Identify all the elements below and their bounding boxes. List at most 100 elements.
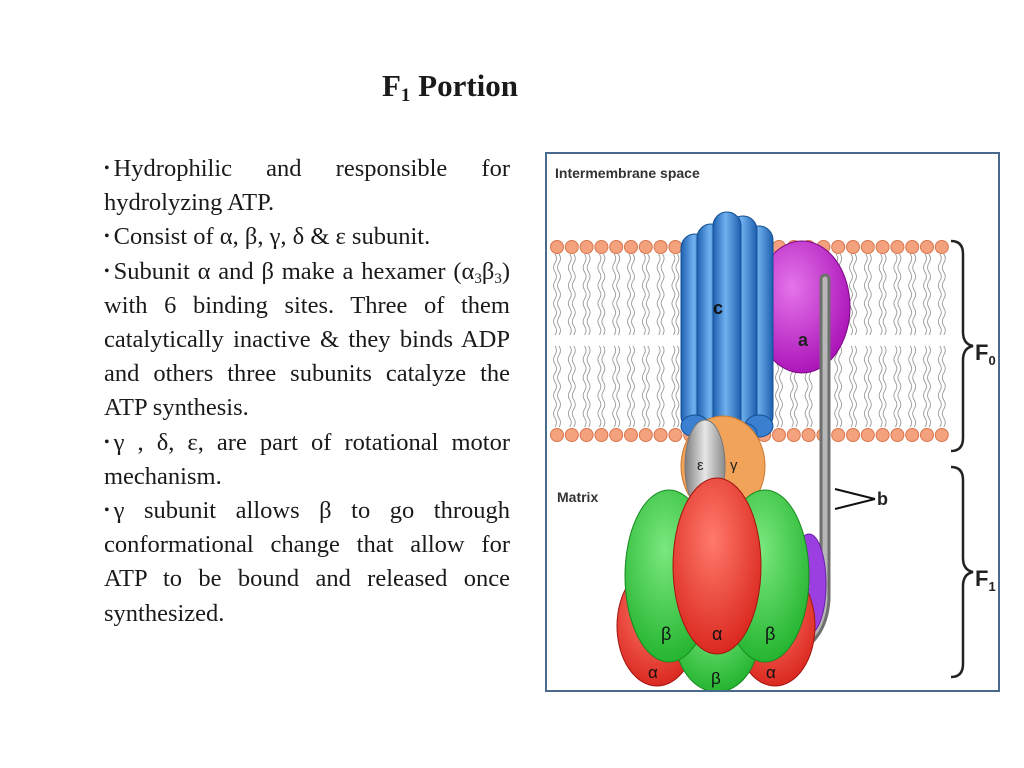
lipid-tail [597,253,602,336]
label-beta-bottom: β [711,669,721,688]
bullet-item: •γ , δ, ε, are part of rotational motor … [104,428,510,490]
lipid-tail [557,253,561,336]
lipid-tail [927,345,931,428]
c-cylinder [712,211,742,439]
lipid-tail [571,253,576,336]
lipid-tail [612,253,617,336]
lipid-tail [586,253,591,336]
lipid-head [846,428,860,442]
lipid-tail [882,345,887,428]
lipid-tail [912,345,917,428]
lipid-tail [941,253,946,336]
lipid-tail [571,345,576,428]
lipid-tail [882,253,887,336]
lipid-head [920,428,934,442]
lipid-tail [912,253,917,336]
lipid-tail [567,345,572,428]
lipid-tail [937,253,942,336]
lipid-tail [645,253,650,336]
label-f0: F0 [975,340,996,368]
lipid-head [594,428,609,442]
lipid-tail [849,345,853,428]
lipid-head [564,428,579,442]
lipid-head [890,428,905,442]
lipid-tail [582,253,587,336]
lipid-head [609,428,624,442]
label-alpha-left: α [648,663,658,682]
bullet-dot-icon: • [104,262,110,280]
lipid-tail [553,345,557,428]
bullet-item: •Hydrophilic and responsible for hydroly… [104,155,510,217]
lipid-head [905,240,920,254]
lipid-tail [863,345,868,428]
lipid-tail [627,345,631,428]
lipid-head [831,428,846,442]
lipid-head [934,428,949,442]
lipid-head [890,240,905,254]
lipid-tail [616,253,621,336]
lipid-head [920,240,934,254]
lipid-tail [627,253,631,336]
lipid-tail [893,253,898,336]
bullet-dot-icon: • [104,502,110,520]
lipid-tail [641,345,646,428]
lipid-tail [616,345,621,428]
c-ring: c [680,211,774,450]
lipid-tail [586,345,591,428]
lipid-tail [867,345,872,428]
lipid-head [786,428,801,442]
lipid-tail [897,253,902,336]
lipid-tail [838,345,843,428]
lipid-head [624,240,638,254]
bullet-item: •γ subunit allows β to go through confor… [104,497,510,627]
lipid-tail [557,345,561,428]
lipid-head [579,240,594,254]
lipid-tail [660,345,665,428]
lipid-tail [553,253,557,336]
atp-synthase-figure: Intermembrane space Matrix a c [545,152,1000,692]
lipid-tail [675,345,680,428]
lipid-tail [834,345,839,428]
bullet-list: •Hydrophilic and responsible for hydroly… [104,152,510,631]
lipid-head [860,240,875,254]
lipid-head [594,240,609,254]
lipid-head [550,428,564,442]
lipid-tail [671,345,676,428]
bullet-item: •Consist of α, β, γ, δ & ε subunit. [104,223,431,251]
lipid-head [668,240,683,254]
lipid-head [801,428,816,442]
bullet-dot-icon: • [104,433,110,451]
lipid-head [624,428,638,442]
lipid-head [579,428,594,442]
lipid-tail [897,345,902,428]
lipid-tail [631,253,635,336]
label-c: c [713,298,723,318]
lipid-head [934,240,949,254]
lipid-tail [612,345,617,428]
lipid-head [638,240,653,254]
label-f1: F1 [975,566,996,594]
lipid-head [831,240,846,254]
lipid-tail [853,253,857,336]
intermembrane-label: Intermembrane space [555,165,700,181]
lipid-tail [937,345,942,428]
lipid-head [905,428,920,442]
lipid-tail [631,345,635,428]
f1-brace [950,465,974,679]
lipid-tail [878,253,883,336]
lipid-tail [582,345,587,428]
label-alpha-right: α [766,663,776,682]
lipid-tail [863,253,868,336]
lipid-tail [601,345,606,428]
lipid-tail [601,253,606,336]
alpha-subunit-front-center [672,477,762,655]
lipid-head [609,240,624,254]
atp-synthase-diagram: Intermembrane space Matrix a c [550,165,996,690]
bullet-item: •Subunit α and β make a hexamer (α3β3) w… [104,257,510,422]
lipid-tail [853,345,857,428]
matrix-label: Matrix [557,489,598,505]
lipid-tail [923,345,927,428]
lipid-head [860,428,875,442]
lipid-head [875,240,890,254]
lipid-tail [908,345,913,428]
